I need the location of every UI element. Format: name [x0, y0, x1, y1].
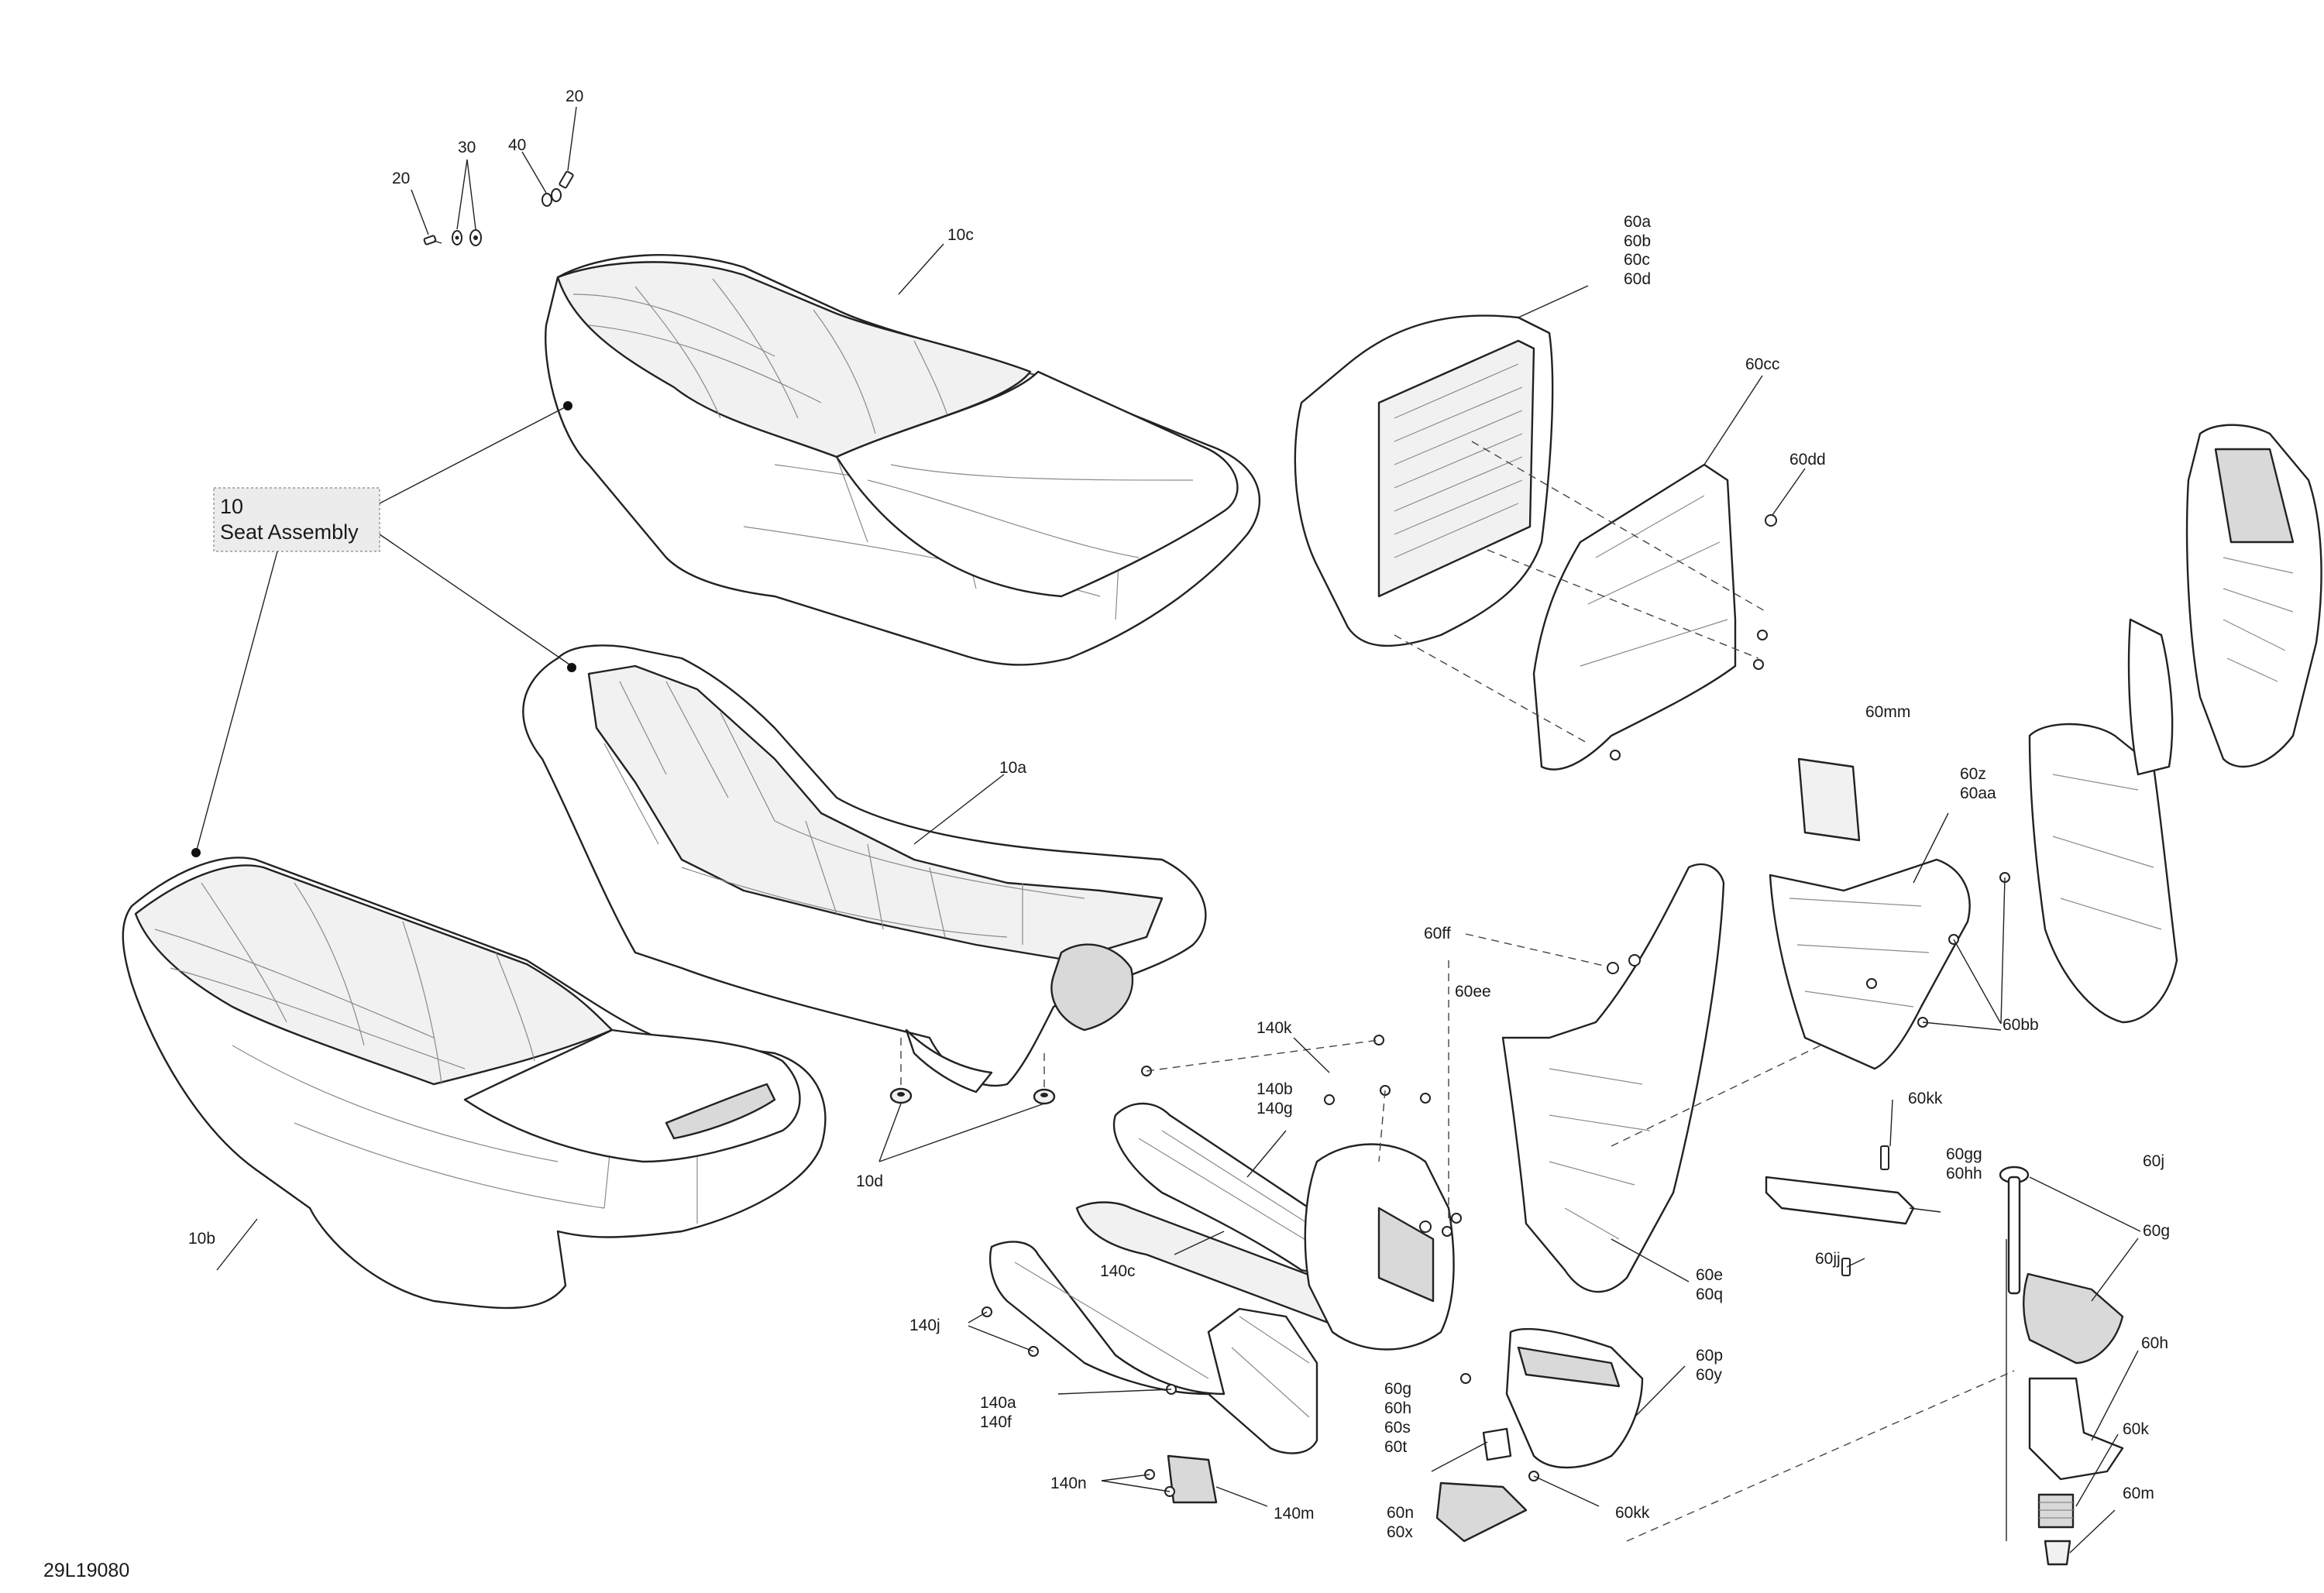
washer-30-a: [452, 230, 462, 245]
frame-60e: [1501, 863, 1725, 1293]
label-60gg: 60gg: [1946, 1145, 1982, 1163]
label-140a: 140a: [980, 1394, 1016, 1412]
label-30: 30: [458, 139, 476, 156]
label-140b: 140b: [1257, 1080, 1293, 1098]
label-60z: 60z: [1960, 765, 1986, 783]
label-60d: 60d: [1624, 270, 1651, 288]
label-plate-60mm: [1797, 757, 1861, 842]
armrest-140b: [1112, 1102, 1343, 1279]
armrest-housing: [1304, 1143, 1455, 1351]
label-60kk-lower: 60kk: [1615, 1504, 1650, 1522]
pin-60jj: [1841, 1258, 1851, 1276]
label-140c: 140c: [1100, 1262, 1136, 1280]
label-60t: 60t: [1384, 1438, 1407, 1456]
label-10a: 10a: [999, 759, 1026, 777]
label-60g-right: 60g: [2143, 1222, 2170, 1240]
screw-60dd: [1765, 514, 1777, 527]
seat-cover-10c: [545, 254, 1261, 666]
label-60ee: 60ee: [1455, 983, 1491, 1001]
label-60h-lower: 60h: [1384, 1399, 1411, 1417]
label-60b: 60b: [1624, 232, 1651, 250]
label-60cc: 60cc: [1745, 355, 1779, 373]
label-60bb: 60bb: [2003, 1016, 2039, 1034]
latch-140m: [1167, 1454, 1218, 1504]
part-labels: 20 30 40 20 10c 10a 10b 10d 60a 60b 60c …: [188, 88, 2170, 1541]
armrest-cover-right: [2185, 424, 2322, 768]
label-60aa: 60aa: [1960, 784, 1996, 802]
label-60e: 60e: [1696, 1266, 1723, 1284]
screws-60ff: [1607, 954, 1641, 974]
backrest-panel-60cc: [1532, 463, 1737, 771]
cover-60p: [1505, 1327, 1644, 1469]
washer-30-b: [469, 229, 482, 246]
spring-60k: [2037, 1493, 2075, 1529]
callout-dot-10a: [567, 663, 576, 672]
label-40: 40: [508, 136, 526, 154]
label-60h-right: 60h: [2141, 1334, 2168, 1352]
label-60a: 60a: [1624, 213, 1651, 231]
fastener-group-top-left: [423, 170, 574, 246]
callout-name: Seat Assembly: [220, 520, 359, 544]
screw-20-left: [423, 235, 442, 245]
label-10d: 10d: [856, 1172, 883, 1190]
label-140n: 140n: [1050, 1475, 1087, 1492]
washer-40: [541, 188, 562, 207]
grommet-10d-b: [1033, 1088, 1056, 1105]
label-60g-lower: 60g: [1384, 1380, 1411, 1398]
grommet-10d-a: [889, 1087, 913, 1104]
backrest-shell-60a: [1294, 314, 1554, 647]
label-10b: 10b: [188, 1230, 215, 1248]
label-60x: 60x: [1387, 1523, 1413, 1541]
insert-60h: [2028, 1377, 2124, 1481]
label-60y: 60y: [1696, 1366, 1722, 1384]
label-10c: 10c: [947, 226, 974, 244]
latch-parts-60g: [1482, 1427, 1512, 1461]
armrest-bracket-right: [2028, 618, 2178, 1024]
label-140g: 140g: [1257, 1100, 1293, 1118]
callout-dot-10c: [563, 401, 572, 410]
bracket-60z: [1769, 858, 1971, 1070]
cap-60m: [2044, 1540, 2071, 1566]
label-60c: 60c: [1624, 251, 1650, 269]
label-60j: 60j: [2143, 1152, 2164, 1170]
label-140k: 140k: [1257, 1019, 1292, 1037]
screws-backrest: [1610, 630, 1768, 760]
clip-60gg: [1765, 1176, 1915, 1225]
label-140m: 140m: [1274, 1505, 1315, 1523]
seat-assembly-callout[interactable]: 10 Seat Assembly: [213, 487, 380, 552]
label-60m: 60m: [2123, 1485, 2154, 1502]
label-60mm: 60mm: [1865, 703, 1910, 721]
label-140j: 140j: [909, 1317, 940, 1334]
label-60dd: 60dd: [1789, 451, 1826, 469]
callout-number: 10: [220, 495, 243, 518]
latch-60n: [1435, 1481, 1528, 1543]
armrest-140a: [989, 1241, 1318, 1454]
label-60n: 60n: [1387, 1504, 1414, 1522]
seat-base-10a: [522, 644, 1207, 1093]
screw-20-right: [559, 170, 574, 189]
label-140f: 140f: [980, 1413, 1012, 1431]
label-60k: 60k: [2123, 1420, 2149, 1438]
label-60p: 60p: [1696, 1347, 1723, 1365]
label-20-left: 20: [392, 170, 410, 187]
seat-10b: [122, 857, 827, 1310]
document-id: 29L19080: [43, 1560, 129, 1581]
label-60hh: 60hh: [1946, 1165, 1982, 1183]
screws-140: [982, 1035, 1462, 1497]
screws-60ee: [1419, 1220, 1452, 1237]
label-60s: 60s: [1384, 1419, 1411, 1437]
label-60jj: 60jj: [1815, 1250, 1841, 1268]
label-60kk-upper: 60kk: [1908, 1090, 1943, 1107]
label-60q: 60q: [1696, 1286, 1723, 1303]
knob-60g: [2023, 1272, 2124, 1365]
callout-box: [213, 487, 380, 552]
callout-dot-10b: [191, 848, 201, 857]
label-60ff: 60ff: [1424, 925, 1451, 942]
label-20-right: 20: [566, 88, 583, 105]
pin-60kk-right: [1880, 1145, 1889, 1170]
bolt-60j: [1999, 1166, 2030, 1295]
